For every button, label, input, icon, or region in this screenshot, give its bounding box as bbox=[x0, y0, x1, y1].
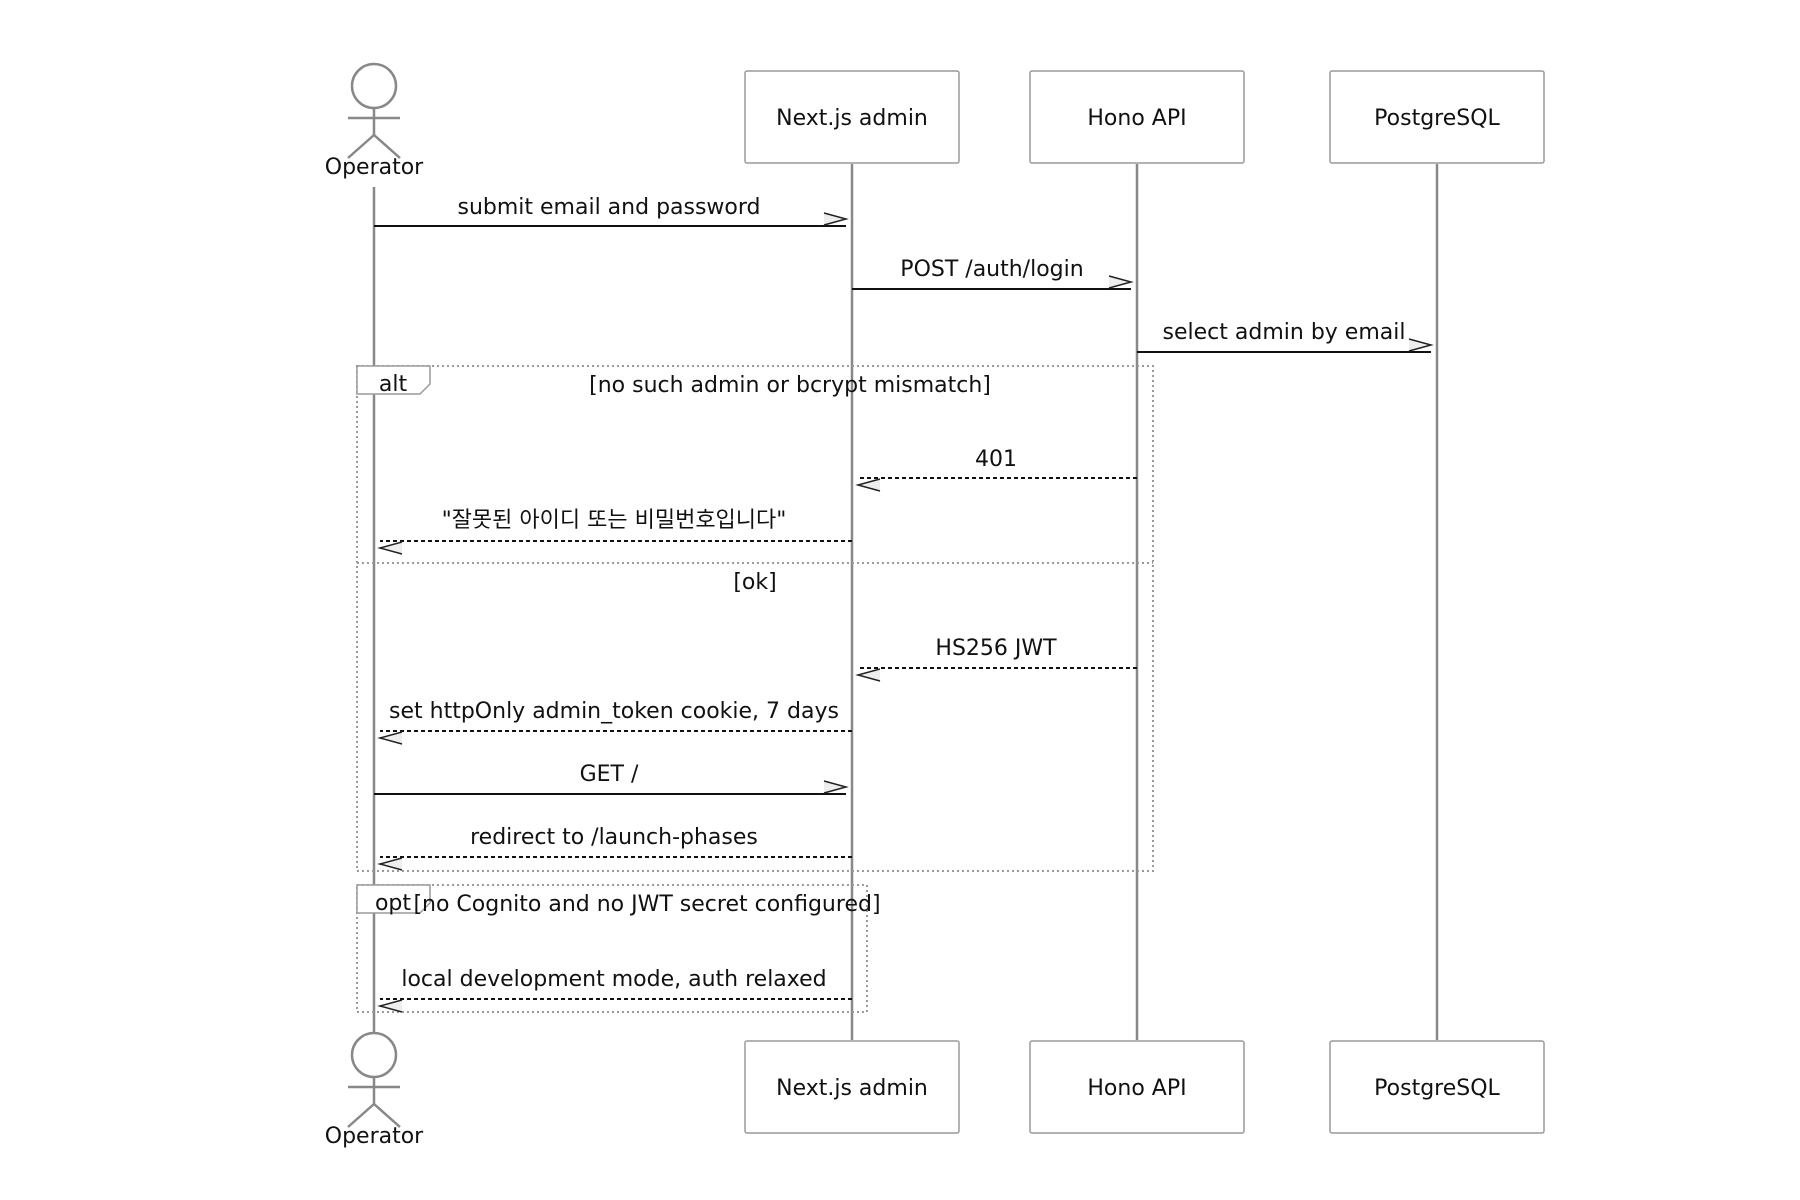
actor-figure-icon bbox=[347, 1031, 401, 1128]
actor-label-operator-bottom: Operator bbox=[325, 1124, 424, 1149]
arrowhead-right-icon bbox=[823, 780, 849, 794]
participant-label-nextjs-bottom: Next.js admin bbox=[776, 1076, 928, 1101]
actor-operator-top: Operator bbox=[325, 62, 424, 180]
message-label: submit email and password bbox=[457, 195, 760, 220]
arrowhead-right-icon bbox=[1108, 275, 1134, 289]
arrowhead-left-icon bbox=[377, 999, 403, 1013]
arrowhead-left-icon bbox=[855, 478, 881, 492]
message-submit-credentials: submit email and password bbox=[374, 195, 849, 227]
alt-frame: alt [no such admin or bcrypt mismatch] [… bbox=[356, 365, 1154, 872]
participant-label-hono-top: Hono API bbox=[1087, 106, 1186, 131]
message-label: 401 bbox=[975, 447, 1017, 472]
participant-nextjs-top: Next.js admin bbox=[744, 70, 960, 164]
alt-else-condition: [ok] bbox=[733, 570, 776, 595]
message-label: "잘못된 아이디 또는 비밀번호입니다" bbox=[442, 508, 787, 533]
actor-figure-icon bbox=[347, 62, 401, 159]
message-label: GET / bbox=[580, 762, 639, 787]
arrowhead-left-icon bbox=[855, 668, 881, 682]
participant-hono-top: Hono API bbox=[1029, 70, 1245, 164]
message-set-cookie: set httpOnly admin_token cookie, 7 days bbox=[377, 699, 852, 745]
participant-hono-bottom: Hono API bbox=[1029, 1040, 1245, 1134]
message-label: set httpOnly admin_token cookie, 7 days bbox=[389, 699, 839, 724]
participant-postgres-top: PostgreSQL bbox=[1329, 70, 1545, 164]
arrowhead-right-icon bbox=[823, 212, 849, 226]
opt-frame-label: opt bbox=[375, 891, 411, 916]
participant-label-postgres-top: PostgreSQL bbox=[1374, 106, 1500, 131]
participant-postgres-bottom: PostgreSQL bbox=[1329, 1040, 1545, 1134]
participant-label-nextjs-top: Next.js admin bbox=[776, 106, 928, 131]
message-select-admin: select admin by email bbox=[1137, 320, 1434, 353]
message-local-dev-mode: local development mode, auth relaxed bbox=[377, 967, 852, 1013]
message-label: local development mode, auth relaxed bbox=[401, 967, 826, 992]
message-label: POST /auth/login bbox=[900, 257, 1083, 282]
opt-frame-condition: [no Cognito and no JWT secret configured… bbox=[413, 892, 880, 917]
arrowhead-left-icon bbox=[377, 541, 403, 555]
participant-nextjs-bottom: Next.js admin bbox=[744, 1040, 960, 1134]
arrowhead-right-icon bbox=[1408, 338, 1434, 352]
message-label: select admin by email bbox=[1163, 320, 1406, 345]
message-post-auth-login: POST /auth/login bbox=[852, 257, 1134, 290]
message-401: 401 bbox=[855, 447, 1137, 492]
message-label: redirect to /launch-phases bbox=[470, 825, 758, 850]
message-label: HS256 JWT bbox=[935, 636, 1057, 661]
actor-operator-bottom: Operator bbox=[325, 1031, 424, 1149]
actor-label-operator-top: Operator bbox=[325, 155, 424, 180]
opt-frame: opt [no Cognito and no JWT secret config… bbox=[356, 884, 881, 1013]
message-hs256-jwt: HS256 JWT bbox=[855, 636, 1137, 682]
arrowhead-left-icon bbox=[377, 857, 403, 871]
alt-frame-condition: [no such admin or bcrypt mismatch] bbox=[589, 373, 991, 398]
participant-label-postgres-bottom: PostgreSQL bbox=[1374, 1076, 1500, 1101]
message-redirect: redirect to /launch-phases bbox=[377, 825, 852, 871]
participant-label-hono-bottom: Hono API bbox=[1087, 1076, 1186, 1101]
arrowhead-left-icon bbox=[377, 731, 403, 745]
message-get-root: GET / bbox=[374, 762, 849, 795]
alt-frame-label: alt bbox=[379, 372, 408, 397]
message-login-error: "잘못된 아이디 또는 비밀번호입니다" bbox=[377, 508, 852, 555]
